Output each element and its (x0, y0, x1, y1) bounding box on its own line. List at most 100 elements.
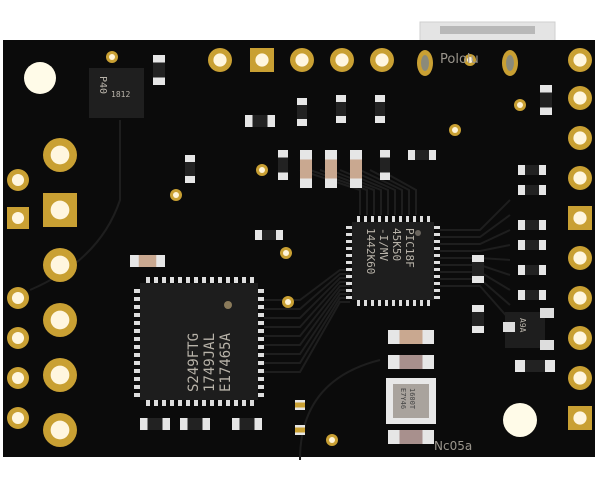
via (326, 434, 338, 446)
chip-pin (256, 321, 264, 325)
chip-pin (346, 233, 354, 236)
via (170, 189, 182, 201)
component-body (350, 159, 362, 179)
mcu-marking-2: 45K50 (390, 228, 403, 261)
chip-pin (364, 298, 367, 306)
pin1-dot (224, 301, 232, 309)
trace (264, 273, 350, 310)
smd-component (255, 230, 283, 240)
trace (299, 169, 361, 215)
component-body (300, 159, 312, 179)
chip-pin (432, 247, 440, 250)
usb-mount-slot (506, 55, 514, 71)
chip-pin (346, 296, 354, 299)
via-hole (285, 299, 291, 305)
pad-hole (295, 53, 309, 67)
chip-pin (378, 298, 381, 306)
chip-pin (218, 398, 222, 406)
header-pin-pad (7, 169, 29, 191)
component-body (415, 150, 429, 160)
chip-pin (194, 277, 198, 285)
chip-pin (432, 282, 440, 285)
trace (440, 244, 511, 252)
chip-pin (162, 277, 166, 285)
trace (349, 169, 396, 215)
trace (440, 199, 511, 231)
passive-components (130, 55, 555, 444)
trace (264, 277, 350, 319)
header-pin-pad (568, 326, 592, 350)
component-body (380, 157, 390, 173)
via (282, 296, 294, 308)
component-body (138, 255, 157, 267)
chip-pin (218, 277, 222, 285)
trace (264, 301, 350, 373)
power-terminal-pad (43, 413, 77, 447)
header-pin-pad (330, 48, 354, 72)
chip-pin (256, 393, 264, 397)
chip-pin (378, 216, 381, 224)
component-body (525, 360, 545, 372)
chip-pin (432, 233, 440, 236)
trace (299, 359, 381, 461)
smd-component (518, 165, 546, 175)
driver-chip: S249FTG 1749JAL E17465A (134, 277, 264, 406)
component-body (525, 240, 539, 250)
via-hole (517, 102, 523, 108)
trace (264, 297, 350, 364)
driver-marking-2: 1749JAL (202, 333, 218, 392)
chip-pin (170, 398, 174, 406)
transistor-lead (503, 322, 515, 332)
component-body (278, 157, 288, 173)
component-body (472, 262, 484, 276)
chip-pin (134, 361, 142, 365)
chip-pin (392, 216, 395, 224)
chip-pin (134, 289, 142, 293)
power-terminal-pad (43, 248, 77, 282)
smd-component (518, 240, 546, 250)
crystal-marking-1: 1600T (408, 388, 416, 410)
crystal-lid (393, 384, 429, 418)
chip-pin (134, 321, 142, 325)
driver-marking-3: E17465A (218, 332, 234, 392)
pad-hole (573, 171, 587, 185)
chip-pin (178, 277, 182, 285)
pad-hole (50, 310, 70, 330)
component-body (525, 220, 539, 230)
smd-component (388, 430, 434, 444)
smd-component (232, 418, 262, 430)
component-body (525, 165, 539, 175)
pad-hole (50, 145, 70, 165)
chip-pin (256, 377, 264, 381)
chip-pin (256, 345, 264, 349)
header-pin-pad (208, 48, 232, 72)
chip-pin (406, 216, 409, 224)
regulator-chip: P40 1812 (89, 68, 144, 118)
trace (329, 169, 382, 215)
chip-pin (234, 277, 238, 285)
chip-pin (432, 240, 440, 243)
chip-pin (385, 298, 388, 306)
chip-pin (256, 329, 264, 333)
via (514, 99, 526, 111)
via-hole (173, 192, 179, 198)
pololu-logo: Pololu (440, 52, 479, 67)
chip-pin (256, 361, 264, 365)
regulator-marking-1: P40 (97, 76, 108, 94)
chip-pin (210, 277, 214, 285)
smd-component (185, 155, 195, 183)
trace (359, 169, 403, 215)
chip-pin (178, 398, 182, 406)
power-terminal-pad (43, 358, 77, 392)
chip-pin (346, 261, 354, 264)
chip-pin (162, 398, 166, 406)
component-body (540, 92, 552, 108)
pad-hole (11, 291, 25, 305)
component-body (252, 115, 268, 127)
component-body (153, 62, 165, 78)
chip-pin (226, 398, 230, 406)
chip-pin (256, 313, 264, 317)
chip-pin (134, 385, 142, 389)
chip-pin (346, 240, 354, 243)
chip-pin (432, 296, 440, 299)
